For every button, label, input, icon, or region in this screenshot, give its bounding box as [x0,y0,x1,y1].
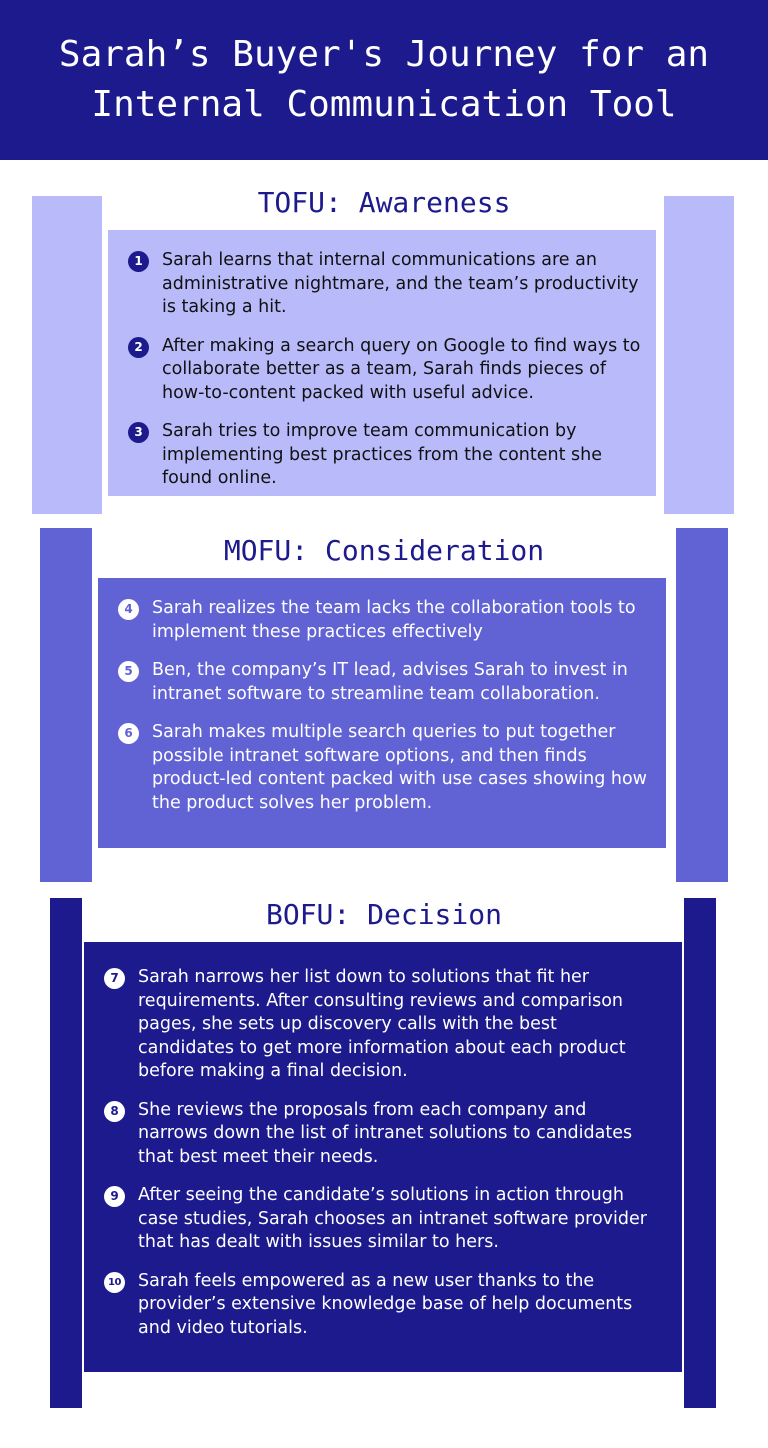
tofu-right-pillar [664,196,734,514]
list-item: 8 She reviews the proposals from each co… [94,1099,658,1170]
mofu-left-pillar [40,528,92,882]
tofu-title: TOFU: Awareness [257,186,511,219]
item-text: After making a search query on Google to… [162,335,641,403]
item-text: She reviews the proposals from each comp… [138,1099,633,1167]
number-badge: 6 [118,723,139,744]
item-text: Sarah learns that internal communication… [162,250,639,317]
item-text: Ben, the company’s IT lead, advises Sara… [152,660,628,704]
list-item: 7 Sarah narrows her list down to solutio… [94,966,658,1084]
list-item: 1 Sarah learns that internal communicati… [118,249,646,320]
item-text: Sarah realizes the team lacks the collab… [152,598,636,642]
number-badge: 4 [118,599,139,620]
list-item: 2 After making a search query on Google … [118,335,646,406]
item-text: Sarah makes multiple search queries to p… [152,722,647,813]
list-item: 9 After seeing the candidate’s solutions… [94,1184,658,1255]
header-banner: Sarah’s Buyer's Journey for an Internal … [0,0,768,160]
number-badge: 1 [128,251,149,272]
bofu-right-pillar [684,898,716,1408]
list-item: 4 Sarah realizes the team lacks the coll… [108,597,656,644]
mofu-right-pillar [676,528,728,882]
bofu-left-pillar [50,898,82,1408]
bofu-content-box: 7 Sarah narrows her list down to solutio… [84,942,682,1372]
tofu-left-pillar [32,196,102,514]
item-text: Sarah feels empowered as a new user than… [138,1270,633,1338]
list-item: 6 Sarah makes multiple search queries to… [108,721,656,815]
mofu-list: 4 Sarah realizes the team lacks the coll… [108,597,656,815]
list-item: 3 Sarah tries to improve team communicat… [118,420,646,491]
list-item: 10 Sarah feels empowered as a new user t… [94,1270,658,1341]
number-badge: 8 [104,1100,125,1122]
mofu-title: MOFU: Consideration [223,534,545,567]
tofu-content-box: 1 Sarah learns that internal communicati… [108,230,656,496]
bofu-list: 7 Sarah narrows her list down to solutio… [94,966,658,1340]
number-badge: 3 [128,422,149,443]
item-text: Sarah narrows her list down to solutions… [138,967,626,1081]
bofu-title: BOFU: Decision [265,898,502,931]
number-badge: 9 [104,1186,125,1207]
number-badge: 2 [128,336,149,358]
number-badge: 7 [104,968,125,989]
mofu-content-box: 4 Sarah realizes the team lacks the coll… [98,578,666,848]
list-item: 5 Ben, the company’s IT lead, advises Sa… [108,659,656,706]
page-title-line-2: Internal Communication Tool [91,84,677,125]
number-badge: 5 [118,661,139,682]
page-title-line-1: Sarah’s Buyer's Journey for an [58,34,710,75]
item-text: After seeing the candidate’s solutions i… [138,1185,647,1252]
tofu-list: 1 Sarah learns that internal communicati… [118,249,646,491]
number-badge: 10 [104,1271,125,1293]
item-text: Sarah tries to improve team communicatio… [162,421,603,488]
